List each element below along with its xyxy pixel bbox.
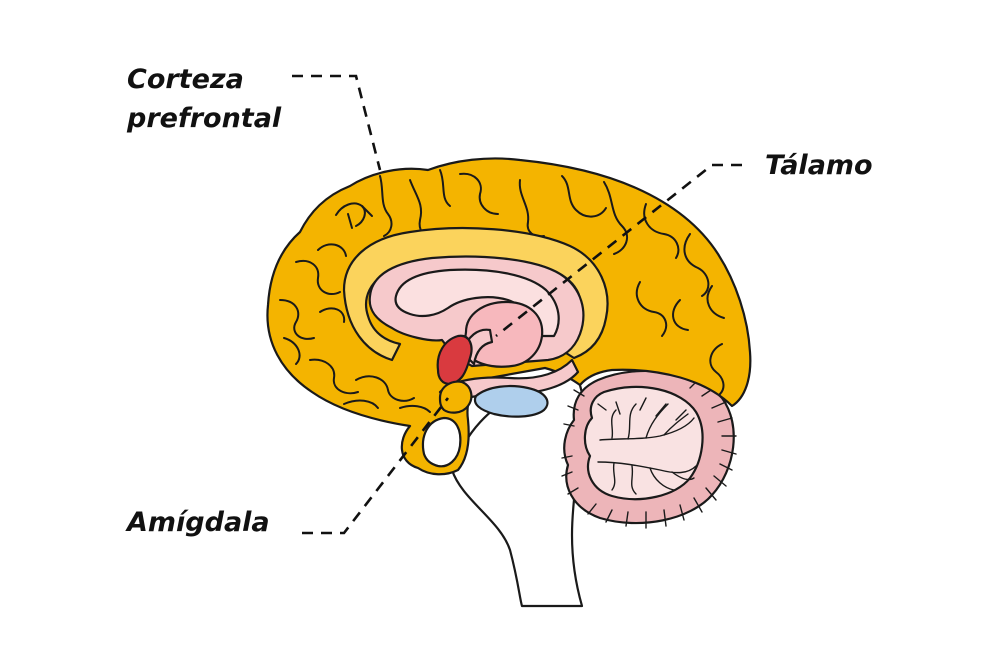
leader-amygdala <box>302 397 450 535</box>
hypothalamus <box>473 385 549 418</box>
temporal-pole <box>438 380 473 414</box>
label-amygdala: Amígdala <box>125 507 270 538</box>
label-prefrontal-line2: prefrontal <box>126 103 282 134</box>
label-thalamus: Tálamo <box>765 150 873 181</box>
amygdala-region <box>436 334 473 386</box>
leader-lines <box>292 74 742 535</box>
leader-prefrontal <box>292 74 382 171</box>
label-prefrontal-line1: Corteza <box>127 64 244 95</box>
temporal-notch <box>421 416 462 468</box>
leader-thalamus <box>495 163 742 338</box>
cerebellum <box>561 369 737 529</box>
